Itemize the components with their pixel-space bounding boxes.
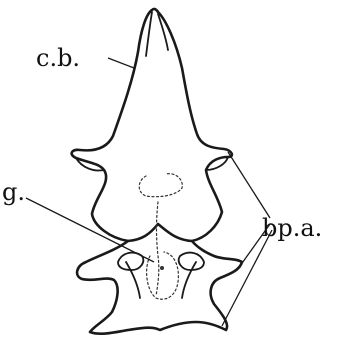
label-bpa: bp.a. [262,214,322,242]
specimen-outline [72,9,242,334]
label-g: g. [2,178,25,206]
label-cb: c.b. [36,44,80,72]
dotted-lower-loop [147,252,179,299]
leader-bpa-3 [222,230,272,326]
leader-lines [26,58,272,326]
leader-bpa-1 [228,152,270,218]
leader-g [26,198,154,262]
basal-plate-outline [77,241,242,334]
central-body-outline [72,9,232,241]
fenestra-right [179,253,204,270]
dotted-upper-loop [139,174,182,197]
dotted-center-channel [156,202,159,296]
dotted-center-point [160,266,164,270]
leader-cb [108,58,134,68]
